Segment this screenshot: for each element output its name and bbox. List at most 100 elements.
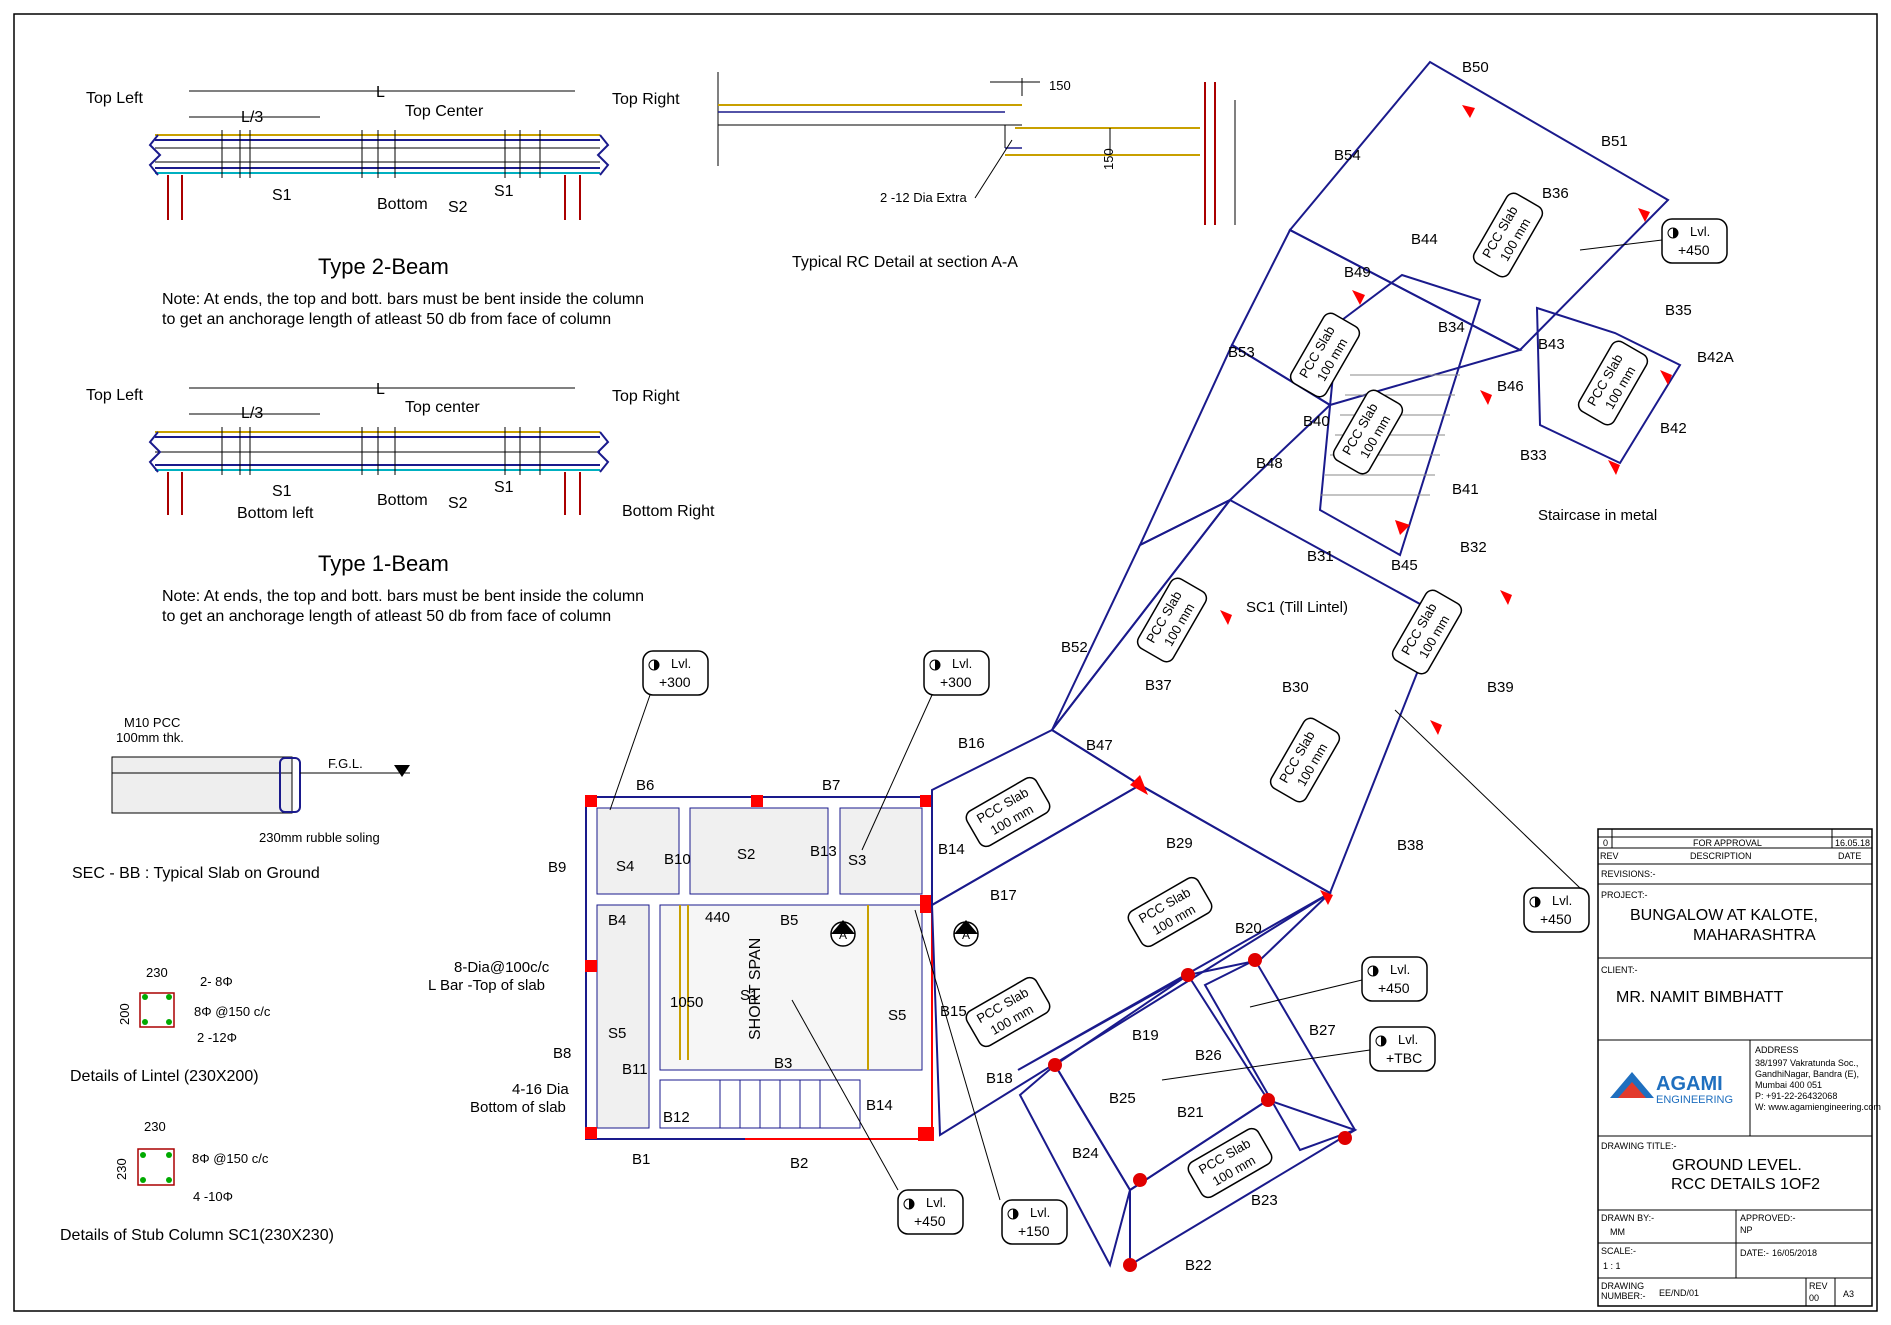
soling-label: 230mm rubble soling [259,830,380,845]
beam-label-b36: B36 [1542,185,1569,202]
dim-440: 440 [705,909,730,926]
scale-header: SCALE:- [1601,1246,1636,1256]
beam-label-b29: B29 [1166,835,1193,852]
type2-note2: to get an anchorage length of atleast 50… [162,311,611,328]
beam-label-b10: B10 [664,851,691,868]
stub-bar2: 4 -10Φ [193,1189,233,1204]
drawing-title-header: DRAWING TITLE:- [1601,1141,1677,1151]
rc-section-title: Typical RC Detail at section A-A [792,254,1018,271]
label-top-center-1: Top center [405,399,480,416]
logo-agami: AGAMI [1656,1073,1723,1095]
beam-label-b13: B13 [810,843,837,860]
label-bottom-left: Bottom left [237,505,314,522]
beam-label-b49: B49 [1344,264,1371,281]
rc-dim-150: 150 [1049,78,1071,93]
beam-label-b5: B5 [780,912,798,929]
beam-label-b24: B24 [1072,1145,1099,1162]
type1-beam-detail: Top Left L L/3 Top center Top Right S1 B… [86,381,715,625]
beam-label-b48: B48 [1256,455,1283,472]
level-value: +300 [659,674,691,690]
lintel-bar2: 8Φ @150 c/c [194,1004,271,1019]
pcc-slab-boxes: PCC Slab 100 mm PCC Slab 100 mm PCC Slab… [965,192,1649,1199]
lintel-title: Details of Lintel (230X200) [70,1068,259,1085]
stub-width: 230 [144,1119,166,1134]
level-value: +450 [1678,242,1710,258]
level-value: +TBC [1386,1050,1422,1066]
slab-ground-title: SEC - BB : Typical Slab on Ground [72,865,320,882]
slab-ground-detail: M10 PCC 100mm thk. F.G.L. 230mm rubble s… [72,715,410,882]
beam-label-b39: B39 [1487,679,1514,696]
drawing-number-header2: NUMBER:- [1601,1291,1646,1301]
address-line4: P: +91-22-26432068 [1755,1091,1837,1101]
beam-label-b35: B35 [1665,302,1692,319]
level-value: +300 [940,674,972,690]
sheet-border [13,13,1878,1312]
logo-engineering: ENGINEERING [1656,1094,1733,1106]
beam-label-b12: B12 [663,1109,690,1126]
beam-label-b19: B19 [1132,1027,1159,1044]
section-mark-a: A [839,928,847,942]
section-marker-a2: A [953,920,979,947]
drawn-by: MM [1610,1227,1625,1237]
project-line2: MAHARASHTRA [1693,927,1816,944]
lintel-height: 200 [117,1003,132,1025]
label-bottom: Bottom [377,196,428,213]
date-header2: DATE:- [1740,1248,1769,1258]
l-bar-1: 8-Dia@100c/c [454,959,550,976]
label-s1b: S1 [494,183,514,200]
label-top-left: Top Left [86,90,143,107]
address-line1: 38/1997 Vakratunda Soc., [1755,1058,1858,1068]
project-header: PROJECT:- [1601,890,1648,900]
dia-2: Bottom of slab [470,1099,566,1116]
rc-section-detail: 150 150 2 -12 Dia Extra Typical RC Detai… [717,72,1236,271]
address-line5: W: www.agamiengineering.com [1755,1102,1881,1112]
project-line1: BUNGALOW AT KALOTE, [1630,907,1818,924]
level-label: Lvl. [1552,893,1572,908]
rev-header: REV [1600,851,1619,861]
section-mark-a2: A [962,928,970,942]
beam-label-b37: B37 [1145,677,1172,694]
company-logo: AGAMI ENGINEERING [1610,1072,1733,1106]
beam-label-b17: B17 [990,887,1017,904]
beam-label-b40: B40 [1303,413,1330,430]
beam-label-b54: B54 [1334,147,1361,164]
label-length: L [376,84,385,101]
l-bar-2: L Bar -Top of slab [428,977,545,994]
address-line2: GandhiNagar, Bandra (E), [1755,1069,1859,1079]
level-value: +450 [1378,980,1410,996]
label-s1b-1: S1 [494,479,514,496]
type2-title: Type 2-Beam [318,254,449,279]
label-top-left-1: Top Left [86,387,143,404]
beam-label-b1: B1 [632,1151,650,1168]
beam-label-b21: B21 [1177,1104,1204,1121]
stub-title: Details of Stub Column SC1(230X230) [60,1227,334,1244]
slab-s1: S1 [740,987,758,1004]
label-s1-1: S1 [272,483,292,500]
beam-label-b14b: B14 [866,1097,893,1114]
rc-extra-bars: 2 -12 Dia Extra [880,190,967,205]
label-s2: S2 [448,199,468,216]
rc-dim-150-v: 150 [1101,148,1116,170]
lintel-width: 230 [146,965,168,980]
drawing-number-header1: DRAWING [1601,1281,1644,1291]
level-value: +450 [914,1213,946,1229]
type1-note2: to get an anchorage length of atleast 50… [162,608,611,625]
type1-note1: Note: At ends, the top and bott. bars mu… [162,588,644,605]
label-top-right: Top Right [612,91,680,108]
beam-label-b42a: B42A [1697,349,1734,366]
label-top-right-1: Top Right [612,388,680,405]
type2-beam-detail: Top Left L L/3 Top Center Top Right S1 B… [86,84,680,328]
type1-title: Type 1-Beam [318,551,449,576]
beam-label-b44: B44 [1411,231,1438,248]
level-label: Lvl. [1398,1032,1418,1047]
client-name: MR. NAMIT BIMBHATT [1616,989,1784,1006]
beam-label-b11: B11 [622,1061,648,1078]
label-length-1: L [376,381,385,398]
address-line3: Mumbai 400 051 [1755,1080,1822,1090]
lintel-bar1: 2- 8Φ [200,974,233,989]
level-label: Lvl. [671,656,691,671]
staircase-label: Staircase in metal [1538,507,1657,524]
beam-label-b23: B23 [1251,1192,1278,1209]
slab-s3: S3 [848,852,866,869]
lintel-bar3: 2 -12Φ [197,1030,237,1045]
